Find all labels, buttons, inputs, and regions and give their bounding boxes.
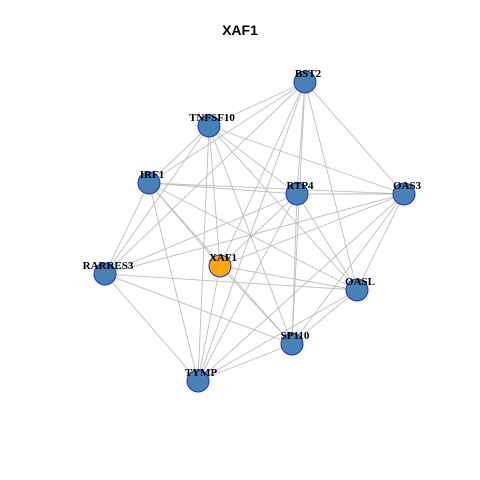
node-circle-oas3 [392,182,416,206]
edge-rarres3-tymp [104,273,199,382]
edge-irf1-rarres3 [104,182,150,275]
edge-layer [104,81,405,382]
node-tymp: TYMP [185,367,218,393]
figure-title: XAF1 [222,22,258,38]
edge-oas3-tymp [197,193,405,382]
edge-xaf1-tymp [197,265,221,382]
node-rtp4: RTP4 [285,180,314,206]
edge-irf1-tymp [148,182,199,382]
edge-bst2-sp110 [291,81,306,345]
edge-bst2-oasl [304,81,358,291]
edge-tnfsf10-tymp [197,125,210,382]
edge-bst2-xaf1 [219,81,306,267]
node-label-bst2: BST2 [295,68,322,80]
edge-rarres3-oas3 [104,193,405,275]
node-label-rarres3: RARRES3 [83,260,134,272]
edge-bst2-rarres3 [104,81,306,275]
node-label-rtp4: RTP4 [286,180,314,192]
edge-rtp4-rarres3 [104,193,298,275]
node-label-tnfsf10: TNFSF10 [189,112,235,124]
edge-oasl-sp110 [291,289,358,345]
edge-rarres3-oasl [104,273,358,291]
node-bst2: BST2 [293,68,322,94]
node-circle-irf1 [137,171,161,195]
node-circle-xaf1 [208,254,232,278]
edge-rtp4-oasl [296,193,358,291]
edge-irf1-oasl [148,182,358,291]
edge-rtp4-xaf1 [219,193,298,267]
node-xaf1: XAF1 [208,252,237,278]
node-circle-tymp [186,369,210,393]
edge-bst2-tnfsf10 [208,81,306,127]
edge-tnfsf10-oas3 [208,125,405,195]
node-label-xaf1: XAF1 [209,252,237,264]
edge-sp110-tymp [197,343,293,382]
node-circle-bst2 [293,70,317,94]
edge-oasl-tymp [197,289,358,382]
edge-rtp4-tymp [197,193,298,382]
edge-oas3-oasl [356,193,405,291]
edge-oas3-xaf1 [219,193,405,267]
node-circle-oasl [345,278,369,302]
node-irf1: IRF1 [137,169,164,195]
edge-bst2-tymp [197,81,306,382]
edge-rarres3-sp110 [104,273,293,345]
node-oasl: OASL [345,276,375,302]
node-oas3: OAS3 [392,180,422,206]
edge-irf1-rtp4 [148,182,298,195]
edge-irf1-oas3 [148,182,405,195]
node-sp110: SP110 [280,330,310,356]
node-label-sp110: SP110 [281,330,310,342]
edge-xaf1-sp110 [219,265,293,345]
edge-tnfsf10-rarres3 [104,125,210,275]
edge-xaf1-oasl [219,265,358,291]
edge-tnfsf10-rtp4 [208,125,298,195]
node-label-irf1: IRF1 [140,169,164,181]
edge-bst2-oas3 [304,81,405,195]
edge-tnfsf10-irf1 [148,125,210,184]
edge-tnfsf10-xaf1 [208,125,221,267]
edge-tnfsf10-oasl [208,125,358,291]
node-circle-rtp4 [285,182,309,206]
node-label-tymp: TYMP [185,367,218,379]
node-tnfsf10: TNFSF10 [189,112,235,138]
node-circle-tnfsf10 [197,114,221,138]
edge-oas3-sp110 [291,193,405,345]
node-label-oas3: OAS3 [393,180,422,192]
node-circle-sp110 [280,332,304,356]
node-label-oasl: OASL [345,276,375,288]
edge-rtp4-sp110 [291,193,298,345]
node-rarres3: RARRES3 [83,260,134,286]
node-circle-rarres3 [93,262,117,286]
